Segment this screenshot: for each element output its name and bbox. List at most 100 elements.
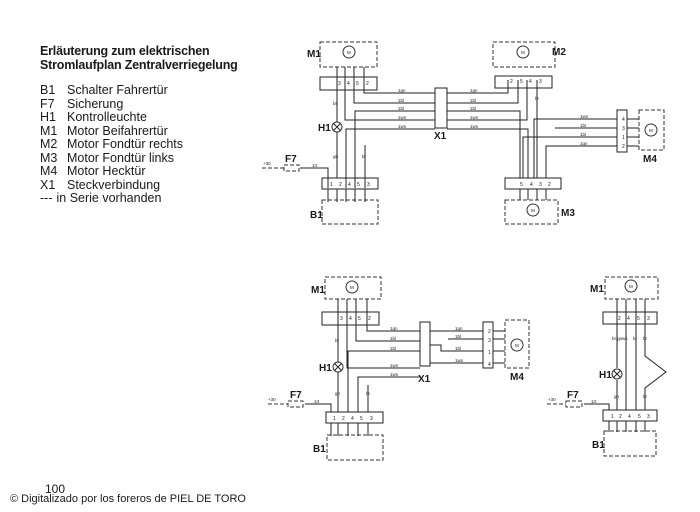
pin-label: 4 [628, 414, 631, 420]
x1-connector [434, 87, 448, 129]
pin-label: 3 [340, 316, 343, 322]
pin-label: 5 [356, 81, 359, 87]
motor-symbol: M [629, 284, 633, 289]
wire-label: 1bl [390, 336, 396, 341]
legend-text: Motor Fondtür links [67, 150, 174, 165]
b1-box [326, 434, 384, 461]
label-b1: B1 [592, 440, 605, 451]
motor-icon [345, 280, 359, 294]
wires [584, 299, 667, 410]
wire-label: 1ws [455, 358, 464, 363]
legend-text: Motor Beifahrertür [67, 123, 168, 138]
m1-connector [319, 76, 378, 91]
pin-label: 5 [637, 316, 640, 322]
label-x1: X1 [434, 131, 447, 142]
pin-label: 3 [622, 126, 625, 132]
diagram-3: M M1 2 4 5 3 H1 br gn ws bl br gn br +30… [547, 276, 667, 457]
pin-label: 4 [530, 182, 533, 188]
legend-text: Motor Fondtür rechts [67, 137, 184, 151]
wire-label: 1br [580, 123, 587, 128]
diagram-1: M M1 3 4 5 2 H1 br gn br 1gn 1bl 1bl 1ws… [262, 41, 665, 225]
motor-icon [342, 45, 356, 59]
pin-label: 4 [349, 316, 352, 322]
f7-fuse [287, 400, 304, 408]
m1-connector [602, 311, 658, 325]
legend-text: Sicherung [67, 96, 124, 111]
pin-label: 5 [638, 414, 641, 420]
wire-label: 1bl [580, 132, 586, 137]
m4-connector [482, 321, 494, 369]
wire-label: bl [633, 336, 637, 341]
label-h1: H1 [318, 123, 331, 134]
m1-box [324, 276, 382, 300]
pin-label: 2 [618, 316, 621, 322]
pin-label: 1 [333, 416, 336, 422]
wire-label: 1gn [455, 326, 463, 331]
wires [627, 118, 639, 147]
m2-box [492, 41, 556, 68]
m4-box [504, 319, 530, 369]
pin-label: 3 [647, 316, 650, 322]
label-m4: M4 [510, 372, 524, 383]
label-m2: M2 [552, 47, 566, 58]
wire-label: 1gn [390, 326, 398, 331]
wires [493, 330, 505, 364]
wire-label: 1ws [470, 124, 479, 129]
m4-connector [616, 109, 628, 153]
wire-label: 1bl [470, 98, 476, 103]
wire-label: ws [622, 336, 628, 341]
legend-text: in Serie vorhanden [56, 191, 162, 205]
wire-label: br [535, 96, 540, 101]
pin-label: 1 [611, 414, 614, 420]
wire-label: 1gn [398, 88, 406, 93]
wires [305, 299, 420, 412]
b1-connector [321, 177, 379, 190]
wire-label: 1bl [390, 346, 396, 351]
wire-label: 1rt [591, 399, 597, 404]
x1-connector [419, 321, 431, 367]
lamp-cross [334, 363, 342, 371]
pin-label: 1 [330, 182, 333, 188]
pin-label: 3 [370, 416, 373, 422]
wire-label: 1ws [390, 372, 399, 377]
pin-label: 5 [358, 316, 361, 322]
wire-label: 1bl [470, 106, 476, 111]
wire-label: 1bl [398, 98, 404, 103]
wires [447, 80, 538, 178]
motor-symbol: M [347, 50, 351, 55]
legend-code: M4 [40, 164, 58, 178]
pin-label: 2 [339, 182, 342, 188]
wire-label: 1gn [470, 88, 478, 93]
m3-box [504, 199, 559, 225]
wire-label: 1rt [314, 399, 320, 404]
m3-connector [504, 177, 562, 190]
motor-icon [526, 203, 540, 217]
pin-label: 2 [622, 144, 625, 150]
wire-label: 1bl [455, 346, 461, 351]
wire-label: br [643, 394, 648, 399]
b1-box [321, 199, 379, 225]
label-m1: M1 [307, 49, 321, 60]
pin-label: 5 [520, 182, 523, 188]
wires [430, 330, 483, 364]
b1-wires [327, 189, 366, 202]
pin-label: 2 [488, 329, 491, 335]
b1-wires [608, 421, 646, 432]
label-m4: M4 [643, 154, 657, 165]
label-m3: M3 [561, 208, 575, 219]
wire-label: br [362, 154, 367, 159]
wires [300, 67, 435, 188]
wire-label: 1ws [390, 363, 399, 368]
motor-icon [624, 279, 638, 293]
pin-label: 2 [548, 182, 551, 188]
label-m1: M1 [311, 285, 325, 296]
title-line-2: Stromlaufplan Zentralverriegelung [40, 58, 238, 72]
b1-connector [602, 409, 658, 422]
legend-text: Kontrolleuchte [67, 110, 147, 124]
pin-label: 4 [622, 117, 625, 123]
